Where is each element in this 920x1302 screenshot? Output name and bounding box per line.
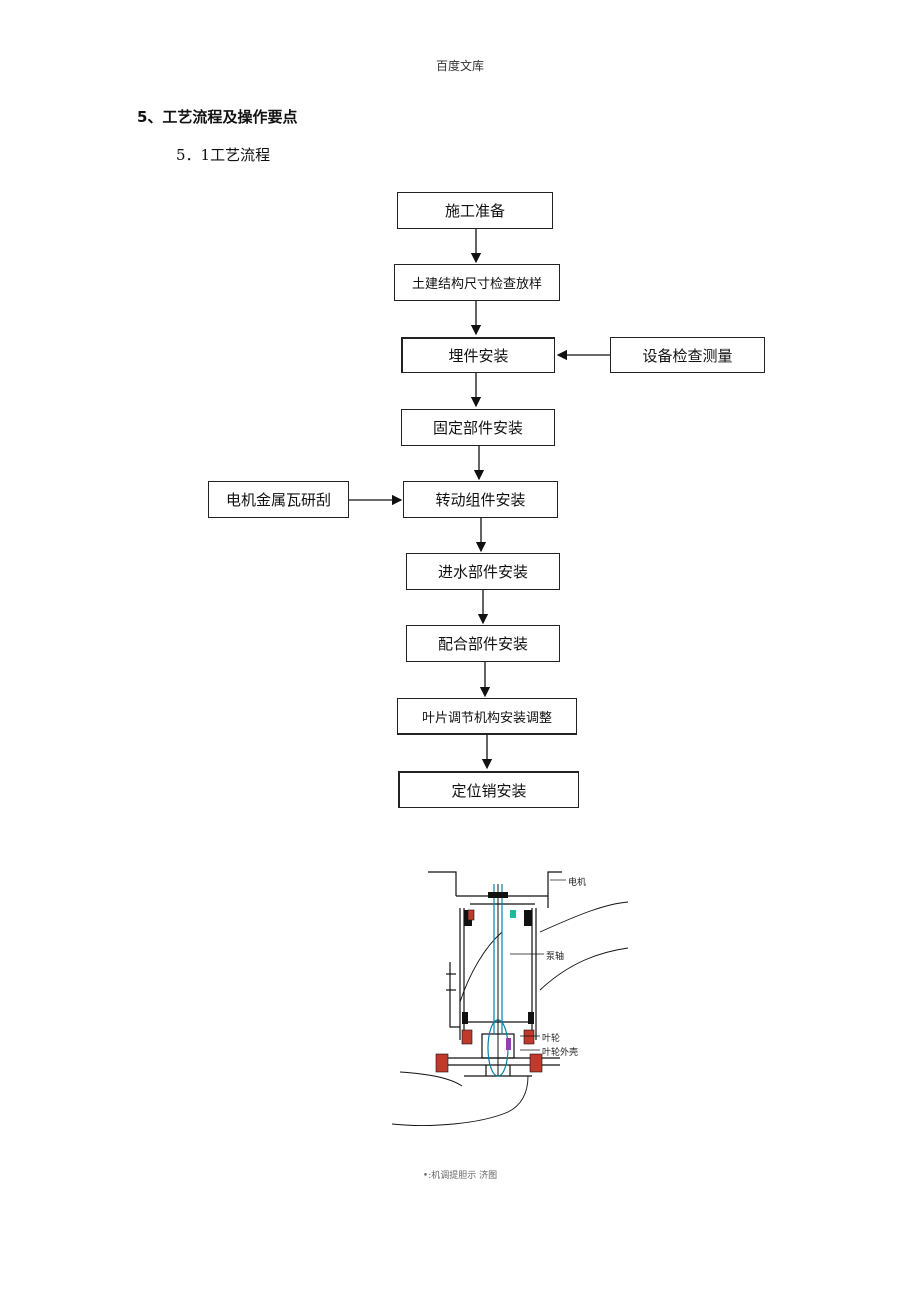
flow-step-prep: 施工准备 (397, 192, 553, 229)
flow-step-rotating-assembly: 转动组件安装 (403, 481, 558, 518)
flow-step-dowel-pin: 定位销安装 (398, 771, 579, 808)
drawing-label-motor: 电机 (568, 878, 587, 888)
flow-step-inlet-parts: 进水部件安装 (406, 553, 560, 590)
figure-caption: •:机调提胆示 济图 (422, 1171, 498, 1181)
flow-step-embed-install: 埋件安装 (401, 337, 555, 373)
page-header: 百度文库 (435, 59, 484, 73)
flowchart-arrows (349, 228, 610, 770)
flow-step-fixed-parts: 固定部件安装 (401, 409, 555, 446)
drawing-label-impeller: 叶轮 (542, 1034, 561, 1044)
flow-side-bearing-scraping: 电机金属瓦研刮 (208, 481, 349, 518)
section-heading: 5、工艺流程及操作要点 (137, 108, 298, 126)
flow-step-layout-check: 土建结构尺寸检查放样 (394, 264, 560, 301)
subsection-heading: 5．1工艺流程 (176, 146, 271, 164)
drawing-label-impeller-casing: 叶轮外壳 (542, 1048, 579, 1058)
flow-step-mating-parts: 配合部件安装 (406, 625, 560, 662)
flow-step-blade-adjust: 叶片调节机构安装调整 (397, 698, 577, 735)
pump-section-drawing (391, 871, 629, 1126)
drawing-label-shaft: 泵轴 (546, 952, 565, 962)
flow-side-equipment-check: 设备检查测量 (610, 337, 765, 373)
